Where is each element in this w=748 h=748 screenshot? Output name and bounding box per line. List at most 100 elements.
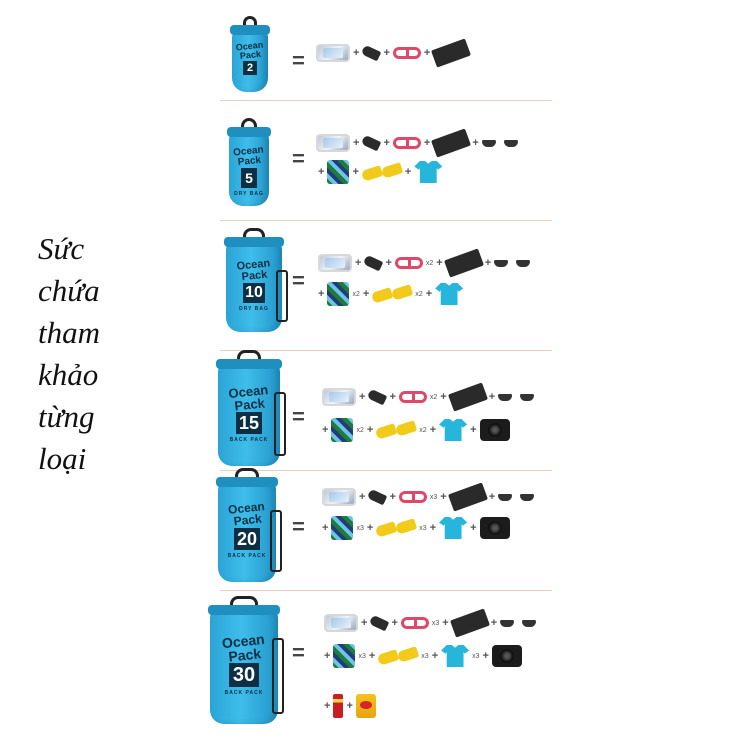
wallet-icon xyxy=(447,482,488,512)
bag-roll-top xyxy=(216,477,278,487)
bag-strap xyxy=(270,510,282,572)
brand-line: Pack xyxy=(237,154,262,169)
plus-sign: + xyxy=(472,137,479,149)
chips-can-icon xyxy=(333,694,344,718)
swimsuit-icon xyxy=(331,516,354,540)
tshirt-icon xyxy=(414,161,443,183)
caption-word: tham xyxy=(38,315,100,350)
wallet-icon xyxy=(447,382,488,412)
plus-sign: + xyxy=(383,137,390,149)
plus-sign: + xyxy=(431,650,439,662)
wallet-icon xyxy=(443,248,484,278)
items-line: ++x3++ xyxy=(324,608,537,638)
plus-sign: + xyxy=(391,617,398,629)
bag-handle xyxy=(242,228,266,240)
quantity-multiplier: x3 xyxy=(419,524,427,532)
plus-sign: + xyxy=(322,424,329,436)
phone-icon xyxy=(316,134,350,152)
quantity-multiplier: x3 xyxy=(431,619,440,627)
goggles-icon xyxy=(398,391,427,403)
items-line: ++x2++ xyxy=(322,382,535,412)
sunglasses-icon xyxy=(498,392,535,402)
equals-sign: = xyxy=(292,404,305,429)
key-icon xyxy=(367,488,388,506)
plus-sign: + xyxy=(429,522,437,534)
bag-sub-label: DRY BAG xyxy=(239,306,269,312)
bag-roll-top xyxy=(208,605,280,615)
wallet-icon xyxy=(431,38,472,68)
brand-line: Pack xyxy=(232,511,263,529)
quantity-multiplier: x2 xyxy=(419,426,427,434)
quantity-multiplier: x2 xyxy=(415,290,423,298)
phone-icon xyxy=(322,488,356,506)
items-line: ++x2++ xyxy=(318,248,531,278)
caption-word: Sức xyxy=(38,231,85,266)
tshirt-icon xyxy=(439,419,468,441)
sunglasses-icon xyxy=(494,258,531,268)
equals-sign: = xyxy=(292,146,305,171)
plus-sign: + xyxy=(484,257,492,269)
tshirt-icon xyxy=(439,517,468,539)
plus-sign: + xyxy=(368,650,376,662)
plus-sign: + xyxy=(440,491,447,503)
quantity-multiplier: x3 xyxy=(472,652,480,660)
bag-handle xyxy=(235,468,259,480)
quantity-multiplier: x3 xyxy=(358,652,366,660)
plus-sign: + xyxy=(423,47,431,59)
plus-sign: + xyxy=(389,391,396,403)
sunglasses-icon xyxy=(498,492,535,502)
plus-sign: + xyxy=(324,700,331,712)
row-divider xyxy=(220,470,552,471)
row-divider xyxy=(220,590,552,591)
quantity-multiplier: x3 xyxy=(429,493,438,501)
items-line: +++ xyxy=(318,160,443,184)
items-line: +++ xyxy=(316,38,472,68)
bag-size-label: 30 xyxy=(229,663,259,687)
key-icon xyxy=(369,614,390,632)
camera-icon xyxy=(479,419,510,441)
plus-sign: + xyxy=(362,288,370,300)
swimsuit-icon xyxy=(333,644,356,668)
equals-sign: = xyxy=(292,640,305,665)
swimsuit-icon xyxy=(331,418,354,442)
quantity-multiplier: x3 xyxy=(421,652,429,660)
plus-sign: + xyxy=(389,491,396,503)
shoes-icon xyxy=(378,648,418,664)
shoes-icon xyxy=(362,164,402,180)
items-line: +x3+x3+x3+ xyxy=(324,644,522,668)
caption-word: từng xyxy=(38,399,95,434)
plus-sign: + xyxy=(353,47,360,59)
bag-size-label: 5 xyxy=(241,168,257,188)
plus-sign: + xyxy=(425,288,433,300)
phone-icon xyxy=(318,254,352,272)
camera-icon xyxy=(479,517,510,539)
phone-icon xyxy=(316,44,350,62)
plus-sign: + xyxy=(352,166,359,178)
plus-sign: + xyxy=(482,650,489,662)
plus-sign: + xyxy=(324,650,331,662)
plus-sign: + xyxy=(488,491,496,503)
bag-handle xyxy=(236,350,262,362)
bag-size-label: 15 xyxy=(236,412,262,434)
plus-sign: + xyxy=(355,257,362,269)
bag-roll-top xyxy=(227,127,271,137)
plus-sign: + xyxy=(359,491,366,503)
plus-sign: + xyxy=(346,700,353,712)
row-divider xyxy=(220,220,552,221)
goggles-icon xyxy=(398,491,427,503)
bag-strap xyxy=(274,392,286,456)
plus-sign: + xyxy=(353,137,360,149)
items-line: +x2+x2++ xyxy=(322,418,510,442)
caption-word: khảo xyxy=(38,357,99,392)
items-line: ++ xyxy=(324,694,376,718)
bag-sub-label: BACK PACK xyxy=(229,437,269,443)
plus-sign: + xyxy=(488,391,496,403)
